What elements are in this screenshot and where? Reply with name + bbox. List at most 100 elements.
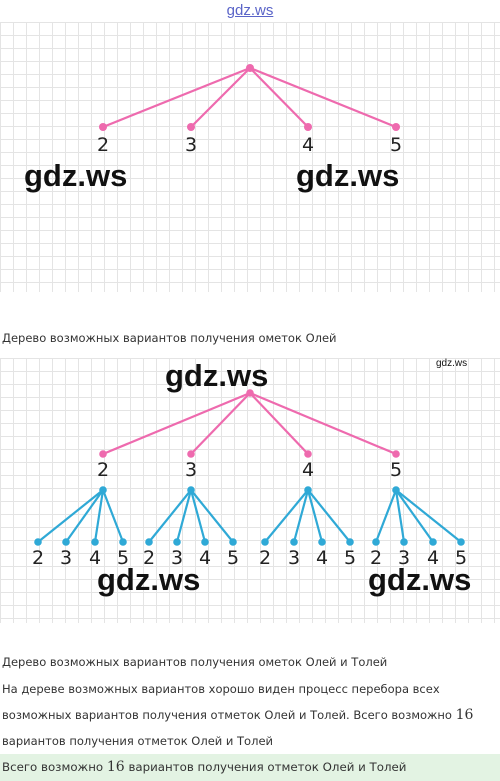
tree2-mid-node-3 xyxy=(392,450,400,458)
leaf-label-3-2: 4 xyxy=(427,547,439,569)
leaf-label-0-0: 2 xyxy=(32,547,44,569)
watermark-1b: gdz.ws xyxy=(296,158,400,193)
watermark-2a: gdz.ws xyxy=(165,358,269,393)
leaf-node-3-2 xyxy=(429,538,437,546)
leaf-node-0-1 xyxy=(62,538,70,546)
node-3 xyxy=(187,123,195,131)
leaf-node-1-2 xyxy=(201,538,209,546)
label-2: 2 xyxy=(97,134,109,156)
node-4 xyxy=(304,123,312,131)
watermark-2b: gdz.ws xyxy=(97,562,201,597)
leaf-node-0-0 xyxy=(34,538,42,546)
root-node xyxy=(246,64,254,72)
leaf-label-1-3: 5 xyxy=(227,547,239,569)
tree-diagram-olya: 2 3 4 5 gdz.ws gdz.ws xyxy=(0,22,500,292)
edge-root-1 xyxy=(190,392,251,455)
answer-text-b: вариантов получения отметок Олей и Толей xyxy=(124,760,407,774)
node-5 xyxy=(392,123,400,131)
leaf-label-1-0: 2 xyxy=(143,547,155,569)
tree2-root-node xyxy=(246,389,254,397)
explanation-line-3: вариантов получения отметок Олей и Толей xyxy=(2,734,273,748)
leaf-node-2-1 xyxy=(290,538,298,546)
explanation-line-2: возможных вариантов получения отметок Ол… xyxy=(2,702,498,728)
explanation-paragraph: На дереве возможных вариантов хорошо вид… xyxy=(2,676,498,754)
edge-0-1 xyxy=(65,489,104,543)
tree-olya-edges xyxy=(102,66,397,129)
answer-count: 16 xyxy=(106,759,125,775)
leaf-label-3-3: 5 xyxy=(455,547,467,569)
site-watermark-top[interactable]: gdz.ws xyxy=(226,2,274,19)
leaf-label-3-1: 3 xyxy=(398,547,410,569)
watermark-2c: gdz.ws xyxy=(368,562,472,597)
edge-root-5 xyxy=(249,66,397,129)
tree-olya-svg: 2 3 4 5 xyxy=(97,64,402,156)
l1-label-5: 5 xyxy=(390,459,402,481)
l1-label-4: 4 xyxy=(302,459,314,481)
explanation-line-2-text: возможных вариантов получения отметок Ол… xyxy=(2,708,456,722)
tree2-first-level-edges xyxy=(102,391,397,456)
leaf-label-1-1: 3 xyxy=(171,547,183,569)
edge-0-2 xyxy=(93,489,105,543)
leaf-label-2-2: 4 xyxy=(316,547,328,569)
edge-root-4 xyxy=(249,67,309,128)
edge-root-3 xyxy=(249,391,397,456)
edge-2-1 xyxy=(292,489,310,543)
leaf-label-0-3: 5 xyxy=(117,547,129,569)
explanation-line-1: На дереве возможных вариантов хорошо вид… xyxy=(2,682,440,696)
edge-2-2 xyxy=(306,489,324,543)
edge-root-0 xyxy=(102,391,251,456)
leaf-node-1-3 xyxy=(229,538,237,546)
node-2 xyxy=(99,123,107,131)
label-5: 5 xyxy=(390,134,402,156)
leaf-label-1-2: 4 xyxy=(199,547,211,569)
edge-1-2 xyxy=(189,489,207,543)
tree2-mid-node-1 xyxy=(187,450,195,458)
tree2-mid-node-0 xyxy=(99,450,107,458)
tree2-first-level-labels: 2 3 4 5 xyxy=(97,459,402,481)
tree2-hub-node-2 xyxy=(304,486,312,494)
leaf-label-2-1: 3 xyxy=(288,547,300,569)
tree2-hub-node-1 xyxy=(187,486,195,494)
leaf-label-2-0: 2 xyxy=(259,547,271,569)
tree2-hub-node-3 xyxy=(392,486,400,494)
edge-3-0 xyxy=(374,489,398,543)
answer-text-a: Всего возможно xyxy=(2,760,107,774)
l1-label-2: 2 xyxy=(97,459,109,481)
watermark-1a: gdz.ws xyxy=(24,158,128,193)
label-3: 3 xyxy=(185,134,197,156)
leaf-node-1-1 xyxy=(173,538,181,546)
leaf-node-1-0 xyxy=(145,538,153,546)
leaf-node-2-3 xyxy=(346,538,354,546)
leaf-label-0-2: 4 xyxy=(89,547,101,569)
caption-tree-olya: Дерево возможных вариантов получения оме… xyxy=(2,331,337,345)
leaf-node-3-0 xyxy=(372,538,380,546)
edge-3-1 xyxy=(394,489,406,543)
edge-0-3 xyxy=(101,489,125,543)
edge-0-0 xyxy=(37,489,104,543)
edge-2-0 xyxy=(264,489,309,543)
tree2-second-level-edges xyxy=(37,489,462,543)
caption-tree-olya-tolya: Дерево возможных вариантов получения оме… xyxy=(2,655,388,669)
leaf-label-2-3: 5 xyxy=(344,547,356,569)
watermark-2-small: gdz.ws xyxy=(436,358,468,369)
edge-2-3 xyxy=(307,489,351,543)
leaf-node-3-1 xyxy=(400,538,408,546)
tree2-hub-node-0 xyxy=(99,486,107,494)
edge-3-2 xyxy=(395,489,434,543)
leaf-label-0-1: 3 xyxy=(60,547,72,569)
edge-1-3 xyxy=(190,489,234,543)
leaf-node-3-3 xyxy=(457,538,465,546)
label-4: 4 xyxy=(302,134,314,156)
edge-root-2 xyxy=(102,66,251,129)
explanation-count: 16 xyxy=(455,707,474,723)
edge-root-2 xyxy=(249,392,309,455)
edge-1-1 xyxy=(175,489,193,543)
edge-3-3 xyxy=(395,489,462,543)
l1-label-3: 3 xyxy=(185,459,197,481)
edge-root-3 xyxy=(190,67,251,128)
edge-1-0 xyxy=(148,489,192,543)
tree-olya-nodes xyxy=(99,64,400,131)
